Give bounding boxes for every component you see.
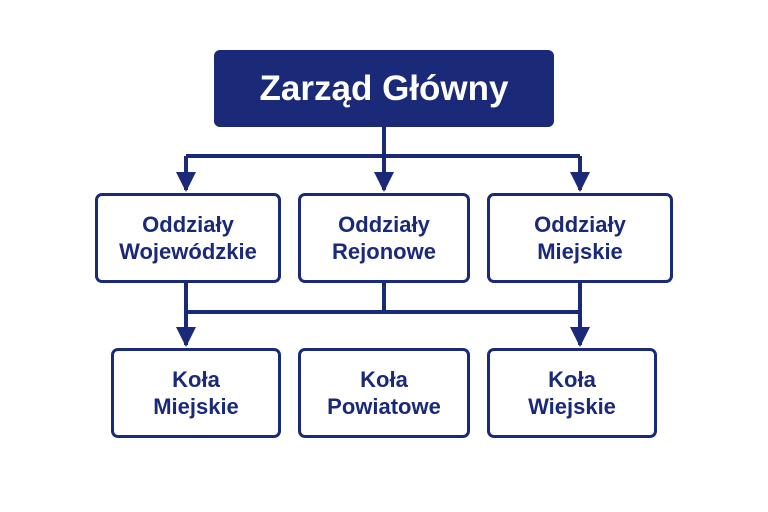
node-kola-miejskie: Koła Miejskie [111, 348, 281, 438]
node-label-line2: Miejskie [537, 239, 623, 264]
node-oddzialy-wojewodzkie: Oddziały Wojewódzkie [95, 193, 281, 283]
node-label-line2: Wojewódzkie [119, 239, 257, 264]
node-label-line1: Oddziały [338, 211, 430, 237]
node-kola-wiejskie: Koła Wiejskie [487, 348, 657, 438]
node-label-line1: Koła [548, 366, 596, 392]
node-label-line1: Oddziały [142, 211, 234, 237]
node-label-line2: Miejskie [153, 394, 239, 419]
node-oddzialy-miejskie: Oddziały Miejskie [487, 193, 673, 283]
node-zarzad-glowny: Zarząd Główny [214, 50, 554, 127]
node-label-line1: Koła [360, 366, 408, 392]
node-label-line2: Wiejskie [528, 394, 616, 419]
node-oddzialy-rejonowe: Oddziały Rejonowe [298, 193, 470, 283]
node-label-line1: Oddziały [534, 211, 626, 237]
node-kola-powiatowe: Koła Powiatowe [298, 348, 470, 438]
node-label-line2: Powiatowe [327, 394, 441, 419]
node-label-line1: Koła [172, 366, 220, 392]
node-label: Zarząd Główny [259, 68, 509, 108]
node-label-line2: Rejonowe [332, 239, 436, 264]
